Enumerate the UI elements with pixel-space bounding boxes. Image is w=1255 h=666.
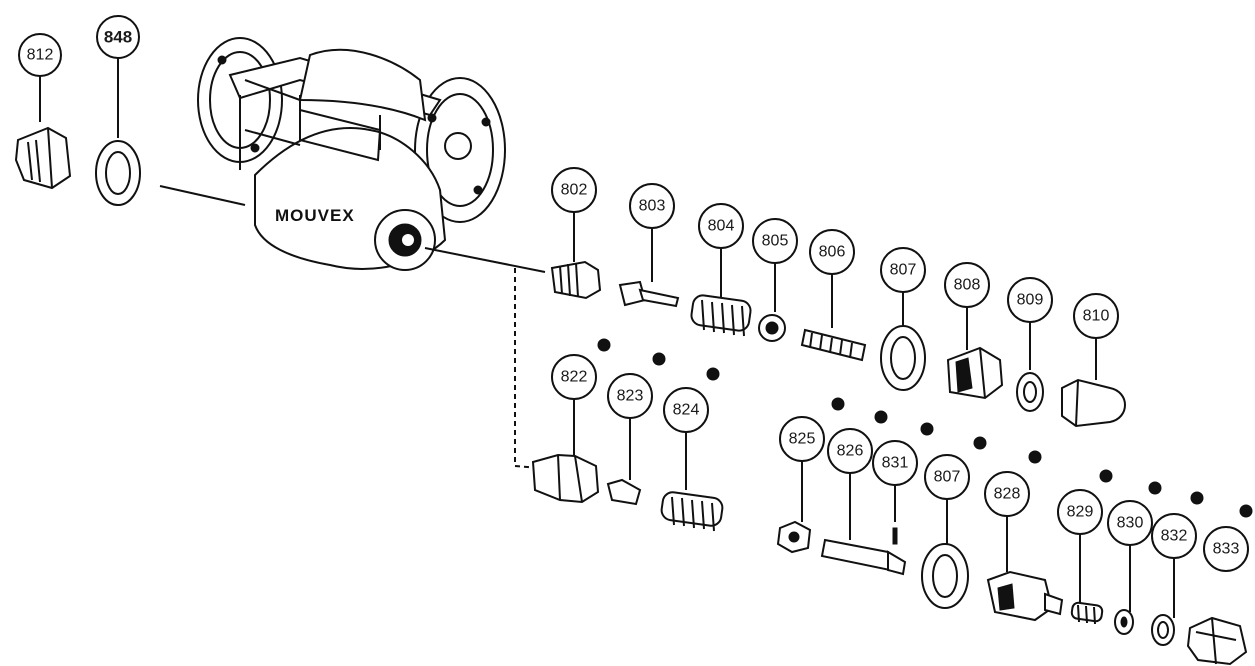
svg-text:807: 807 bbox=[934, 469, 961, 486]
callout-831: 831 bbox=[872, 440, 918, 486]
part-808-cap bbox=[946, 346, 1004, 400]
svg-text:809: 809 bbox=[1017, 292, 1044, 309]
svg-text:807: 807 bbox=[890, 262, 917, 279]
svg-text:805: 805 bbox=[762, 233, 789, 250]
callout-807-lower: 807 bbox=[924, 454, 970, 500]
svg-text:808: 808 bbox=[954, 277, 981, 294]
part-810-cap bbox=[1061, 378, 1126, 428]
marker-dots bbox=[597, 338, 1253, 518]
part-822-fitting bbox=[531, 453, 600, 504]
svg-text:828: 828 bbox=[994, 486, 1021, 503]
part-809-ring bbox=[1016, 372, 1044, 412]
callout-848: 848 bbox=[96, 15, 140, 59]
part-828-body bbox=[986, 570, 1064, 622]
part-833-capnut bbox=[1186, 616, 1248, 666]
svg-text:832: 832 bbox=[1161, 528, 1188, 545]
svg-text:833: 833 bbox=[1213, 541, 1240, 558]
svg-text:829: 829 bbox=[1067, 504, 1094, 521]
callout-803: 803 bbox=[629, 183, 675, 229]
svg-text:804: 804 bbox=[708, 218, 735, 235]
part-803-bolt bbox=[618, 280, 680, 308]
svg-text:822: 822 bbox=[561, 369, 588, 386]
svg-text:812: 812 bbox=[27, 47, 54, 64]
part-805-nut bbox=[758, 314, 786, 342]
part-826-pin bbox=[820, 538, 907, 576]
callout-824: 824 bbox=[663, 387, 709, 433]
callout-806: 806 bbox=[809, 229, 855, 275]
callout-805: 805 bbox=[752, 218, 798, 264]
callout-832: 832 bbox=[1151, 513, 1197, 559]
callout-829: 829 bbox=[1057, 489, 1103, 535]
callout-809: 809 bbox=[1007, 277, 1053, 323]
part-848-gasket bbox=[95, 140, 141, 206]
part-829-spring bbox=[1070, 601, 1104, 625]
svg-text:824: 824 bbox=[673, 402, 700, 419]
svg-text:825: 825 bbox=[789, 431, 816, 448]
part-824-spring bbox=[660, 491, 724, 532]
part-830-ring bbox=[1114, 609, 1134, 635]
svg-text:803: 803 bbox=[639, 198, 666, 215]
leader-lines bbox=[39, 58, 1175, 618]
part-825-nut bbox=[776, 520, 812, 554]
brand-text: MOUVEX bbox=[275, 206, 355, 225]
callout-828: 828 bbox=[984, 471, 1030, 517]
svg-text:831: 831 bbox=[882, 455, 909, 472]
part-832-washer bbox=[1151, 614, 1175, 646]
svg-text:830: 830 bbox=[1117, 515, 1144, 532]
callout-822: 822 bbox=[551, 354, 597, 400]
callout-804: 804 bbox=[698, 203, 744, 249]
svg-text:826: 826 bbox=[837, 443, 864, 460]
pump-body bbox=[197, 37, 506, 271]
svg-text:802: 802 bbox=[561, 182, 588, 199]
part-823-valve bbox=[606, 478, 642, 506]
svg-text:810: 810 bbox=[1083, 308, 1110, 325]
part-831-pin bbox=[892, 527, 898, 545]
callouts: 812 848 802 803 804 805 806 807 bbox=[18, 15, 1249, 572]
callout-807: 807 bbox=[880, 247, 926, 293]
callout-833: 833 bbox=[1203, 526, 1249, 572]
callout-826: 826 bbox=[827, 428, 873, 474]
part-807-washer-lower bbox=[921, 543, 969, 609]
callout-830: 830 bbox=[1107, 500, 1153, 546]
svg-text:823: 823 bbox=[617, 388, 644, 405]
part-807-washer bbox=[880, 325, 926, 391]
callout-802: 802 bbox=[551, 167, 597, 213]
svg-text:806: 806 bbox=[819, 244, 846, 261]
part-804-spring bbox=[690, 294, 752, 337]
part-806-screw bbox=[800, 328, 867, 362]
callout-812: 812 bbox=[18, 33, 62, 77]
svg-text:848: 848 bbox=[104, 28, 132, 47]
callout-808: 808 bbox=[944, 262, 990, 308]
part-802-bushing bbox=[550, 260, 602, 300]
parts bbox=[14, 126, 1248, 666]
callout-823: 823 bbox=[607, 373, 653, 419]
callout-825: 825 bbox=[779, 416, 825, 462]
callout-810: 810 bbox=[1073, 293, 1119, 339]
part-812-plug bbox=[14, 126, 72, 190]
